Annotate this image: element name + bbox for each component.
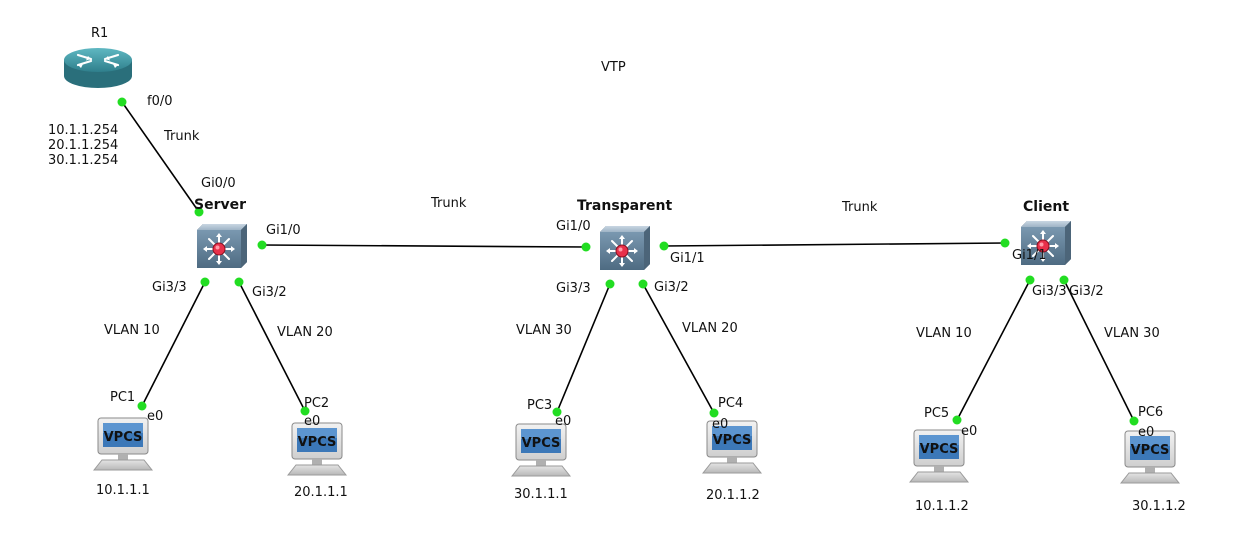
link-transparent-client[interactable] (663, 242, 1006, 247)
pc1-ip: 10.1.1.1 (96, 483, 150, 498)
router-r1[interactable] (62, 46, 134, 90)
link-label-transparent-client: Trunk (841, 200, 878, 215)
pc5-screen-label: VPCS (920, 442, 959, 457)
link-server-pc2[interactable] (238, 281, 306, 412)
port-label-server-gi3-2: Gi3/2 (252, 285, 287, 300)
port-label-client-gi3-2: Gi3/2 (1069, 284, 1104, 299)
port-label-pc3-e0: e0 (555, 414, 571, 429)
port-label-r1-f0-0: f0/0 (147, 94, 173, 109)
pc6-screen-label: VPCS (1131, 443, 1170, 458)
transparent-label: Transparent (577, 198, 672, 214)
pc6-ip: 30.1.1.2 (1132, 499, 1186, 514)
port-label-server-gi1-0: Gi1/0 (266, 223, 301, 238)
port-dot-client-gi1-1 (1000, 238, 1010, 248)
port-dot-server-gi3-2 (234, 277, 244, 287)
port-dot-client-gi3-3 (1025, 275, 1035, 285)
port-dot-transparent-gi3-3 (605, 279, 615, 289)
link-client-pc5[interactable] (956, 279, 1031, 421)
port-dot-server-gi0-0 (194, 207, 204, 217)
pc4-label: PC4 (718, 396, 743, 411)
pc3-ip: 30.1.1.1 (514, 487, 568, 502)
pc4-screen-label: VPCS (713, 433, 752, 448)
switch-server[interactable] (196, 223, 248, 269)
port-dot-transparent-gi1-0 (581, 242, 591, 252)
link-label-client-pc6: VLAN 30 (1104, 326, 1160, 341)
link-transparent-pc3[interactable] (556, 283, 611, 413)
port-label-pc5-e0: e0 (961, 424, 977, 439)
port-dot-pc3-e0 (552, 407, 562, 417)
link-client-pc6[interactable] (1063, 279, 1135, 422)
pc2-screen-label: VPCS (298, 435, 337, 450)
r1-address-3: 30.1.1.254 (48, 153, 118, 168)
pc5[interactable]: VPCS (909, 429, 969, 483)
r1-address-2: 20.1.1.254 (48, 138, 118, 153)
server-label: Server (194, 197, 246, 213)
port-dot-client-gi3-2 (1059, 275, 1069, 285)
pc1[interactable]: VPCS (93, 417, 153, 471)
r1-label: R1 (91, 26, 108, 41)
link-label-transparent-pc3: VLAN 30 (516, 323, 572, 338)
pc3[interactable]: VPCS (511, 423, 571, 477)
link-label-transparent-pc4: VLAN 20 (682, 321, 738, 336)
port-label-client-gi1-1: Gi1/1 (1012, 248, 1047, 263)
pc3-label: PC3 (527, 398, 552, 413)
switch-transparent[interactable] (599, 225, 651, 271)
link-label-server-transparent: Trunk (430, 196, 467, 211)
port-dot-r1-f0-0 (117, 97, 127, 107)
pc3-screen-label: VPCS (522, 436, 561, 451)
pc4-ip: 20.1.1.2 (706, 488, 760, 503)
port-dot-transparent-gi1-1 (659, 241, 669, 251)
port-label-transparent-gi1-0: Gi1/0 (556, 219, 591, 234)
port-dot-pc1-e0 (137, 401, 147, 411)
router-icon (62, 46, 134, 90)
link-server-transparent[interactable] (261, 244, 587, 248)
link-label-server-pc2: VLAN 20 (277, 325, 333, 340)
port-dot-pc5-e0 (952, 415, 962, 425)
port-label-server-gi3-3: Gi3/3 (152, 280, 187, 295)
multilayer-switch-icon (599, 225, 651, 271)
pc2-label: PC2 (304, 396, 329, 411)
link-r1-server[interactable] (121, 101, 200, 213)
port-label-client-gi3-3: Gi3/3 (1032, 284, 1067, 299)
port-label-transparent-gi1-1: Gi1/1 (670, 251, 705, 266)
port-label-server-gi0-0: Gi0/0 (201, 176, 236, 191)
link-server-pc1[interactable] (141, 281, 206, 407)
port-label-pc4-e0: e0 (712, 417, 728, 432)
link-label-r1-server: Trunk (163, 129, 200, 144)
pc1-screen-label: VPCS (104, 430, 143, 445)
pc2-ip: 20.1.1.1 (294, 485, 348, 500)
pc1-label: PC1 (110, 390, 135, 405)
client-label: Client (1023, 199, 1069, 215)
port-label-pc1-e0: e0 (147, 409, 163, 424)
link-transparent-pc4[interactable] (642, 283, 715, 414)
pc5-label: PC5 (924, 406, 949, 421)
port-dot-server-gi1-0 (257, 240, 267, 250)
port-dot-pc6-e0 (1129, 416, 1139, 426)
pc4[interactable]: VPCS (702, 420, 762, 474)
pc6[interactable]: VPCS (1120, 430, 1180, 484)
pc5-ip: 10.1.1.2 (915, 499, 969, 514)
port-label-pc6-e0: e0 (1138, 425, 1154, 440)
r1-address-1: 10.1.1.254 (48, 123, 118, 138)
port-dot-pc4-e0 (709, 408, 719, 418)
link-label-client-pc5: VLAN 10 (916, 326, 972, 341)
diagram-title: VTP (601, 60, 626, 75)
port-dot-transparent-gi3-2 (638, 279, 648, 289)
port-label-pc2-e0: e0 (304, 414, 320, 429)
port-label-transparent-gi3-2: Gi3/2 (654, 280, 689, 295)
pc2[interactable]: VPCS (287, 422, 347, 476)
pc6-label: PC6 (1138, 405, 1163, 420)
multilayer-switch-icon (196, 223, 248, 269)
link-label-server-pc1: VLAN 10 (104, 323, 160, 338)
port-dot-pc2-e0 (300, 406, 310, 416)
port-label-transparent-gi3-3: Gi3/3 (556, 281, 591, 296)
port-dot-server-gi3-3 (200, 277, 210, 287)
